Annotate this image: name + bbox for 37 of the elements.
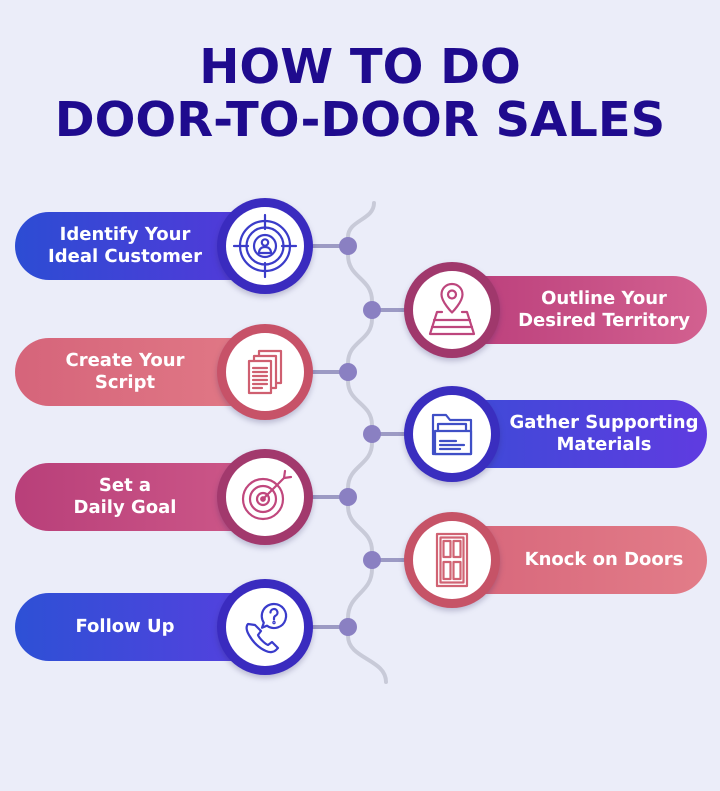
- step-label: Knock on Doors: [524, 549, 684, 571]
- connector-line: [311, 495, 341, 499]
- step-label: Outline Your Desired Territory: [517, 288, 691, 332]
- step-pill: [404, 512, 707, 608]
- step-label: Identify Your Ideal Customer: [47, 224, 203, 268]
- step-label: Create Your Script: [64, 350, 186, 394]
- timeline-line: [346, 317, 374, 365]
- timeline-dot: [339, 237, 357, 255]
- step-pill: [15, 324, 313, 420]
- timeline-dot: [363, 301, 381, 319]
- timeline-dot: [339, 488, 357, 506]
- timeline-line: [346, 379, 374, 427]
- step-pill: [404, 386, 707, 482]
- timeline-dot: [339, 618, 357, 636]
- timeline-line: [346, 634, 388, 684]
- timeline-dot: [339, 363, 357, 381]
- timeline-dot: [363, 551, 381, 569]
- timeline-line: [346, 504, 374, 553]
- connector-line: [379, 432, 406, 436]
- step-label: Gather Supporting Materials: [508, 412, 700, 456]
- step-pill: [15, 449, 313, 545]
- timeline-line: [346, 567, 374, 620]
- connector-line: [311, 370, 341, 374]
- timeline-line: [346, 201, 376, 239]
- connector-line: [379, 558, 406, 562]
- title: HOW TO DO DOOR-TO-DOOR SALES: [54, 41, 666, 147]
- step-label: Set a Daily Goal: [72, 475, 178, 519]
- connector-line: [311, 244, 341, 248]
- connector-line: [311, 625, 341, 629]
- step-label: Follow Up: [75, 616, 175, 638]
- step-pill: [404, 262, 707, 358]
- step-pill: [15, 579, 313, 675]
- connector-line: [379, 308, 406, 312]
- timeline-dot: [363, 425, 381, 443]
- timeline-line: [346, 441, 374, 490]
- step-pill: [15, 198, 313, 294]
- timeline-line: [346, 253, 374, 303]
